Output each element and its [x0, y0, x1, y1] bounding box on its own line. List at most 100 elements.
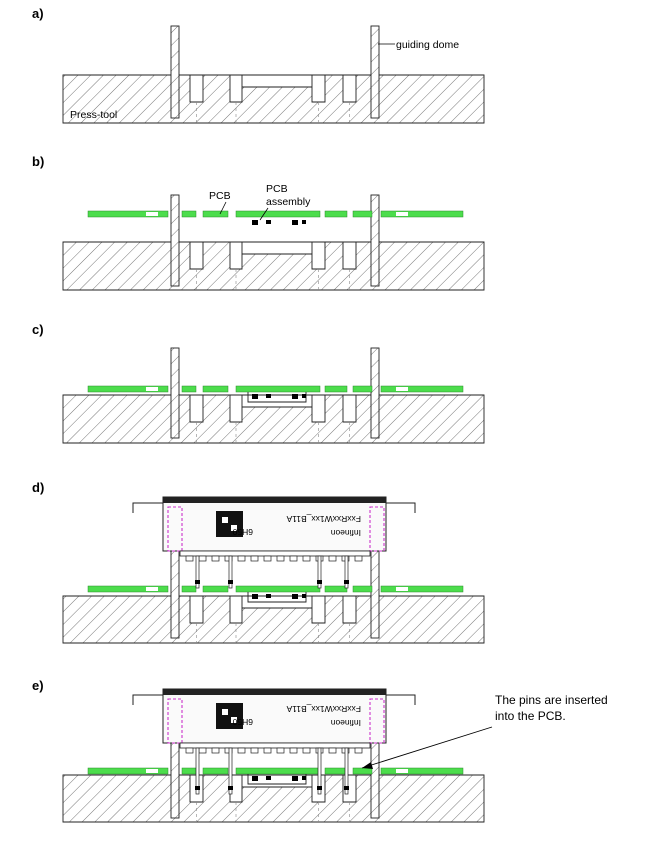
module-pin-tip — [344, 786, 349, 790]
step-label-a: a) — [32, 6, 44, 21]
pcb-segment — [202, 767, 229, 775]
module-part-number: FxxRxxW1xx_B11A — [286, 514, 361, 524]
press-tool-block — [62, 74, 485, 124]
pcb-segment — [181, 767, 197, 775]
guiding-dome — [370, 25, 380, 119]
pcb-segment — [181, 385, 197, 393]
module-top-edge — [163, 689, 386, 695]
pcb-segment — [87, 767, 169, 775]
module-base-tooth — [211, 555, 220, 562]
pcb-hole — [396, 387, 408, 391]
module-pin — [228, 555, 233, 589]
module-date-code: 6H50 — [232, 717, 253, 727]
smd-component — [266, 394, 271, 398]
panel-step-a — [62, 25, 485, 124]
module-base-tooth — [237, 747, 246, 754]
module-qr-detail — [222, 517, 228, 523]
module-base-tooth — [354, 555, 363, 562]
module-base-tooth — [354, 747, 363, 754]
press-fit-pin-housing — [167, 506, 183, 552]
module-step-d: FxxRxxW1xx_B11A Infineon 6H50 — [132, 496, 416, 589]
module-base-tooth — [185, 747, 194, 754]
module-pin — [317, 747, 322, 795]
smd-component — [252, 394, 258, 399]
pcb-hole — [146, 387, 158, 391]
module-pin — [317, 555, 322, 589]
module-base-tooth — [289, 747, 298, 754]
panel-step-c — [62, 347, 485, 444]
pcb-segment — [380, 585, 464, 593]
pcb-hole — [396, 769, 408, 773]
pcb-segment — [87, 385, 169, 393]
module-pin-tip — [228, 580, 233, 584]
smd-component — [252, 594, 258, 599]
panel-step-b — [62, 194, 485, 291]
module-brand: Infineon — [330, 528, 361, 538]
press-tool-block — [62, 774, 485, 823]
press-tool-block — [62, 595, 485, 644]
pcb-label: PCB — [209, 190, 231, 202]
smd-component — [292, 594, 298, 599]
module-base-tooth — [185, 555, 194, 562]
note-arrow — [361, 726, 493, 769]
module-pin-tip — [228, 786, 233, 790]
module-pin-tip — [195, 580, 200, 584]
panel-step-e — [62, 727, 485, 823]
pcb-segment — [235, 585, 321, 593]
smd-component — [292, 776, 298, 781]
guiding-dome — [370, 194, 380, 287]
pcb-segment — [352, 585, 373, 593]
module-base-tooth — [276, 747, 285, 754]
module-base-tooth — [211, 747, 220, 754]
pcb-segment — [202, 210, 229, 218]
guiding-dome — [370, 549, 380, 639]
pcb-segment — [380, 210, 464, 218]
module-base-tooth — [302, 747, 311, 754]
module-date-code: 6H50 — [232, 527, 253, 537]
module-clip-right — [386, 502, 416, 513]
pcb-segment — [202, 585, 229, 593]
module-base — [179, 550, 371, 557]
module-qr-code — [216, 511, 243, 537]
guiding-dome — [170, 194, 180, 287]
pcb-assembly-leader — [259, 207, 269, 221]
module-pin — [195, 747, 200, 795]
module-pin — [195, 555, 200, 589]
module-clip-right — [386, 694, 416, 705]
smd-component — [302, 776, 306, 780]
pcb-segment — [87, 210, 169, 218]
module-qr-code — [216, 703, 243, 729]
module-base-tooth — [302, 555, 311, 562]
pcb-segment — [181, 585, 197, 593]
pcb-segment — [324, 210, 348, 218]
pcb-segment — [352, 210, 373, 218]
module-body — [162, 688, 387, 744]
note-line-1: The pins are inserted — [495, 693, 608, 707]
module-base-tooth — [328, 747, 337, 754]
pcb-hole — [146, 212, 158, 216]
pcb-segment — [235, 210, 321, 218]
smd-component — [266, 776, 271, 780]
guiding-dome-label: guiding dome — [396, 39, 459, 51]
module-base-tooth — [250, 555, 259, 562]
pcb-segment — [380, 385, 464, 393]
pcb-assembly-label-1: PCB — [266, 183, 288, 195]
pcb-segment — [380, 767, 464, 775]
module-base-tooth — [328, 555, 337, 562]
step-label-e: e) — [32, 678, 44, 693]
module-base-tooth — [289, 555, 298, 562]
pcb-segment — [87, 585, 169, 593]
module-brand: Infineon — [330, 718, 361, 728]
pcb-assembly-label-2: assembly — [266, 196, 311, 208]
step-label-d: d) — [32, 480, 44, 495]
module-qr-detail — [231, 525, 237, 531]
pcb-segment — [352, 385, 373, 393]
guiding-dome — [170, 347, 180, 439]
pcb-segment — [181, 210, 197, 218]
panel-step-d — [62, 549, 485, 644]
pcb-segment — [324, 385, 348, 393]
module-pin-tip — [195, 786, 200, 790]
step-label-b: b) — [32, 154, 44, 169]
module-step-e: FxxRxxW1xx_B11A Infineon 6H50 — [132, 688, 416, 795]
module-base-tooth — [263, 747, 272, 754]
